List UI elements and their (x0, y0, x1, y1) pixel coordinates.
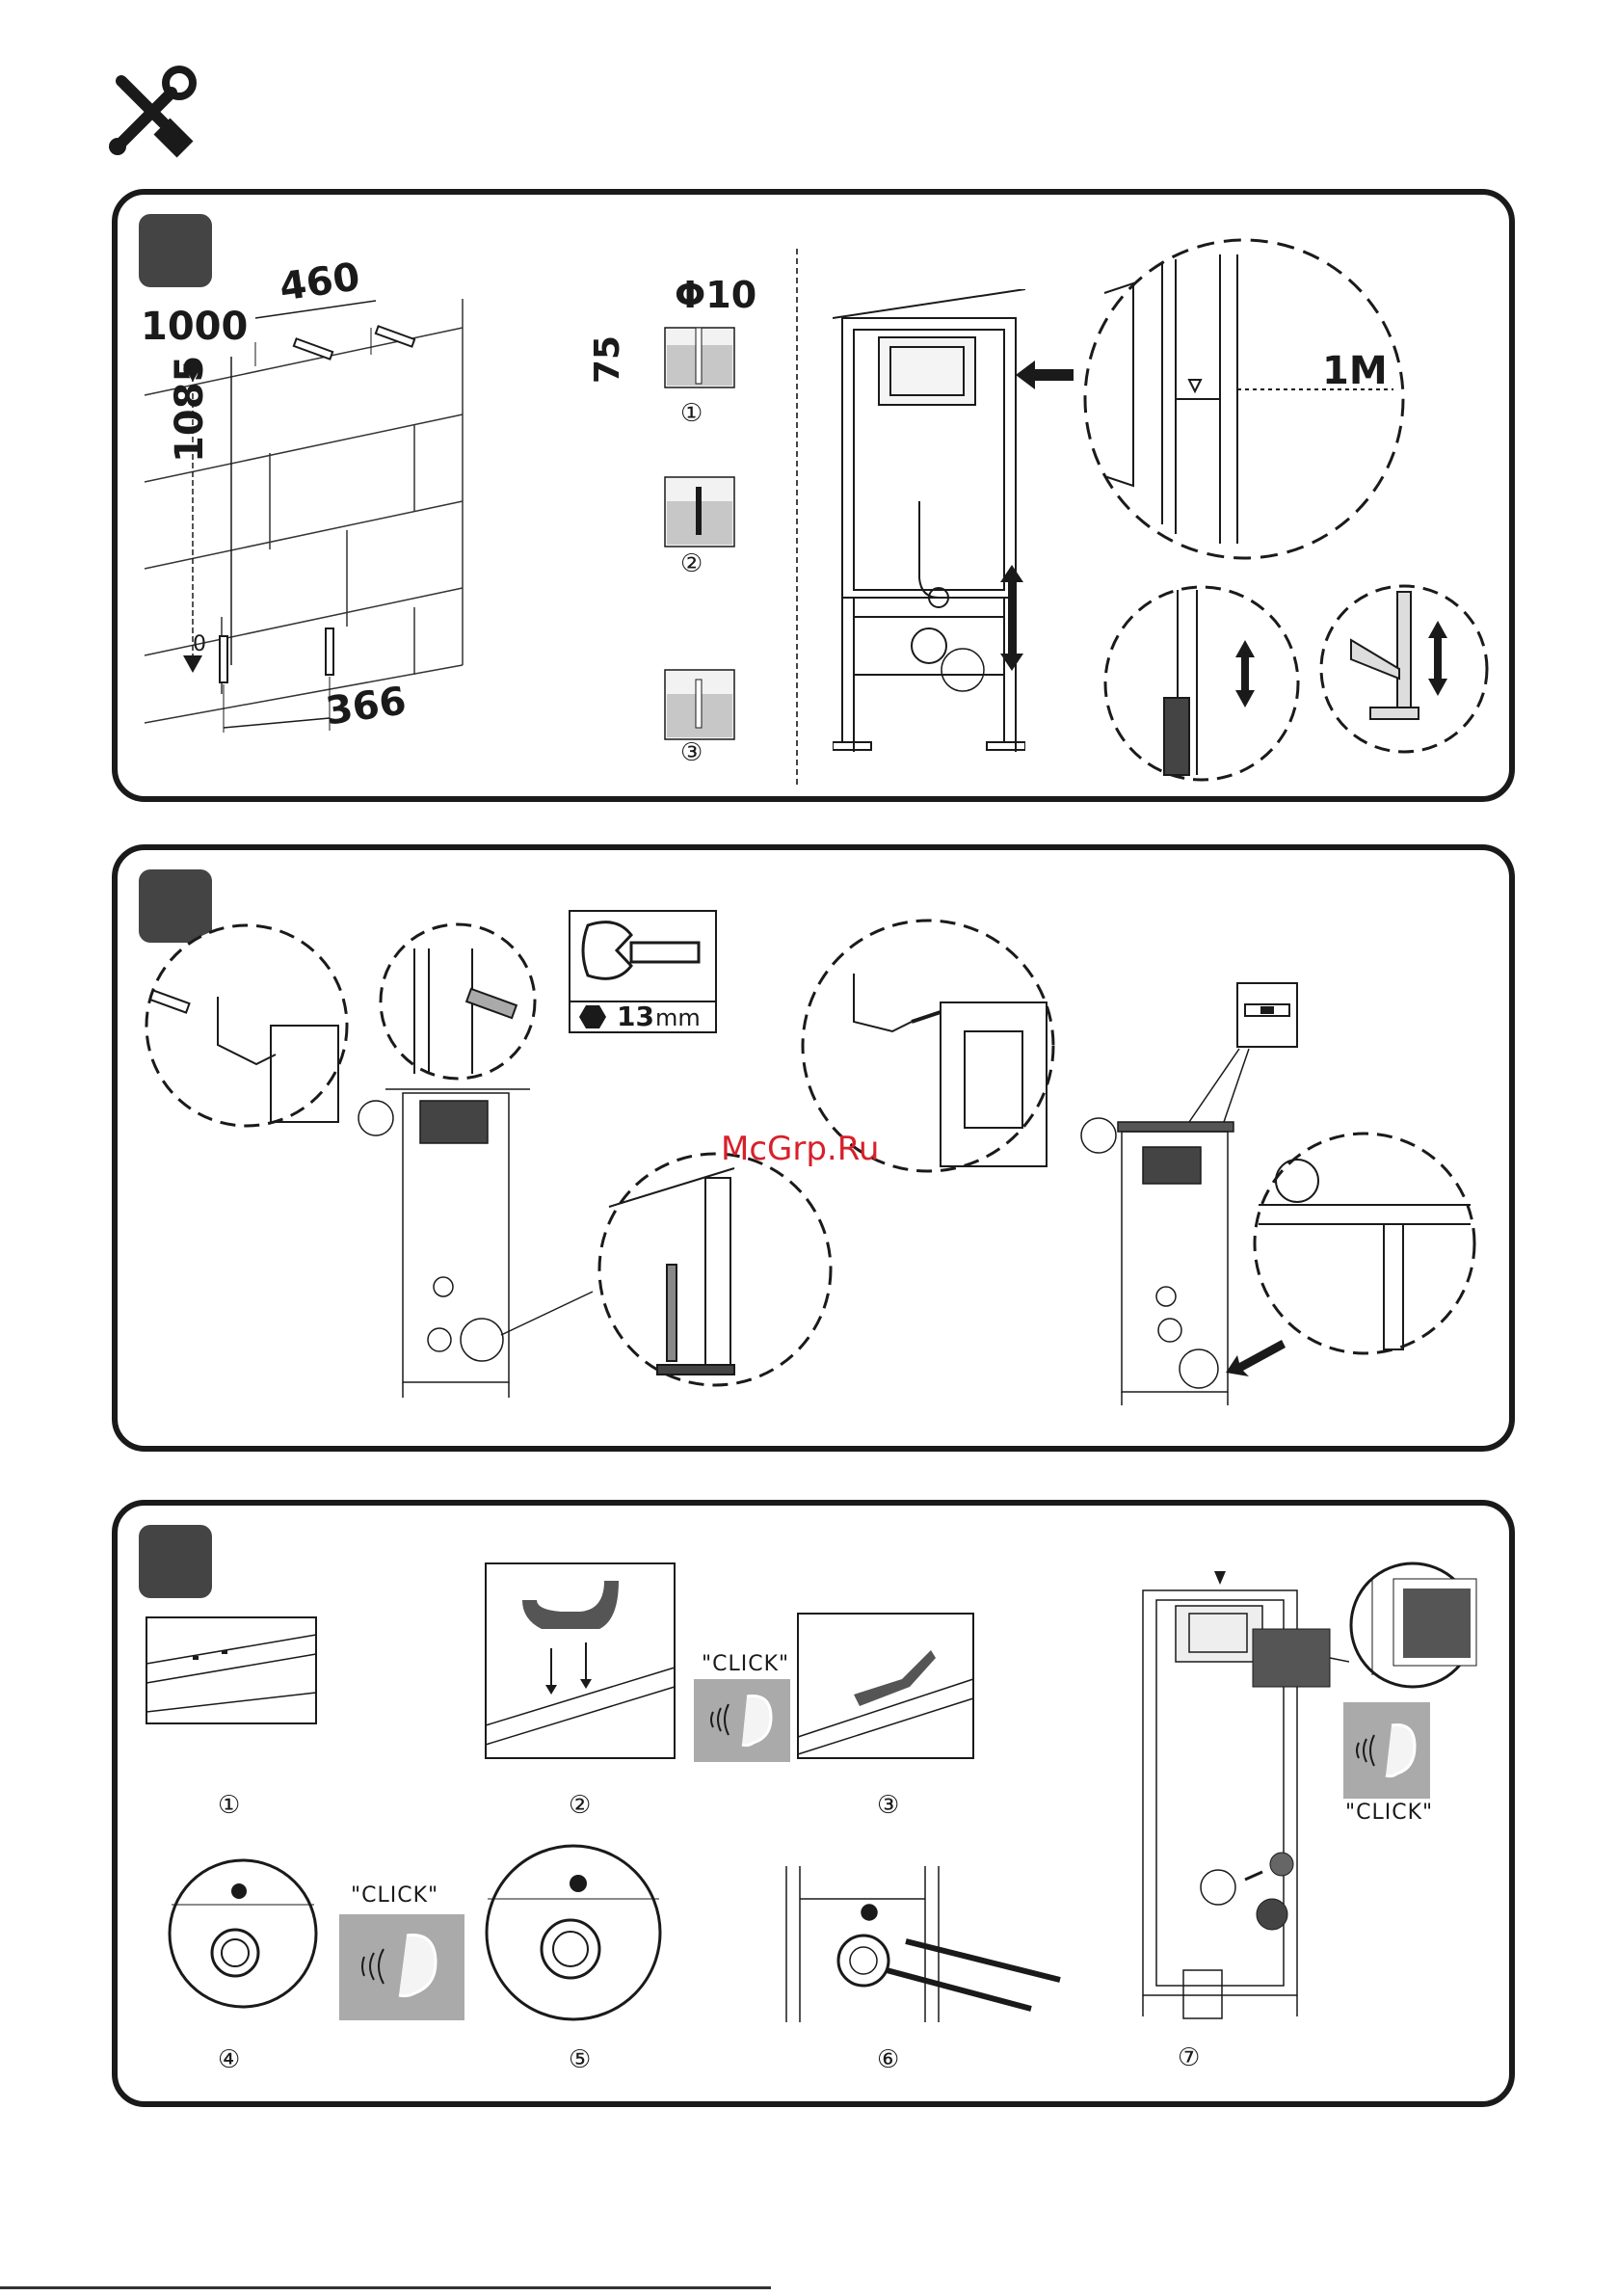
step-number: ④ (218, 2045, 240, 2074)
step-number: ② (569, 1791, 591, 1820)
drill-step-number: ③ (680, 738, 703, 767)
detail-circle-cartridge (1345, 1560, 1480, 1691)
step-number: ① (218, 1791, 240, 1820)
click-label: "CLICK" (351, 1883, 438, 1908)
detail-circle-leg (1101, 582, 1303, 785)
detail-circle-level (1075, 235, 1413, 563)
drill-depth: 75 (588, 335, 627, 384)
drill-step-graphics (655, 318, 742, 752)
dimension-1085: 1085 (168, 356, 212, 463)
step-7-pipes (1243, 1851, 1301, 1947)
step-number: ⑥ (877, 2045, 899, 2074)
drill-step-number: ① (680, 399, 703, 428)
wrench-size-unit: mm (655, 1004, 701, 1031)
dimension-zero: 0 (193, 632, 206, 656)
click-label: "CLICK" (702, 1652, 789, 1676)
step-6-sealing (781, 1864, 1070, 2024)
wrench-size-value: 13 (617, 1001, 654, 1032)
detail-circle-foot-2 (1249, 1128, 1480, 1359)
watermark: McGrp.Ru (721, 1130, 879, 1168)
level-mark: 1M (1322, 349, 1388, 393)
wrench-icon (578, 916, 703, 993)
arrow-icon (1016, 360, 1074, 389)
drill-step-number: ② (680, 549, 703, 578)
leader-lines (347, 1060, 636, 1388)
detail-circle-bracket (141, 920, 353, 1132)
step-3-clip (796, 1612, 975, 1760)
step-2-clip (484, 1562, 676, 1760)
detail-circle-step-5 (482, 1841, 665, 2024)
arrow-icon (1000, 565, 1023, 671)
step-1-rail (145, 1615, 318, 1725)
ear-icon (1343, 1702, 1430, 1799)
bottom-rule (0, 2286, 771, 2289)
dimension-1000: 1000 (141, 305, 248, 349)
ear-icon (694, 1679, 790, 1762)
level-indicator (1235, 981, 1299, 1049)
step-number: ⑦ (1178, 2043, 1200, 2072)
step-7-cartridge (1243, 1619, 1349, 1696)
hex-nut-icon (578, 1004, 607, 1029)
detail-circle-step-4 (166, 1856, 320, 2011)
drill-diameter: Φ10 (675, 274, 756, 316)
step-number: ⑤ (569, 2045, 591, 2074)
detail-circle-screw (376, 920, 540, 1083)
panel-divider (796, 249, 798, 785)
ear-icon (339, 1914, 464, 2020)
step-marker-3 (139, 1525, 212, 1598)
click-label: "CLICK" (1345, 1801, 1433, 1825)
arrow-icon (1226, 1334, 1287, 1376)
installation-frame (833, 289, 1025, 781)
tools-icon (104, 64, 200, 160)
step-number: ③ (877, 1791, 899, 1820)
detail-circle-foot (1313, 582, 1496, 756)
